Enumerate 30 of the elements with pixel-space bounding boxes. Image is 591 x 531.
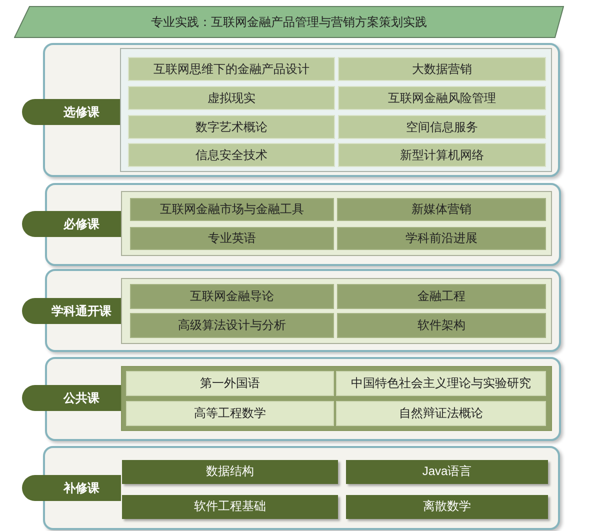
course-cell: 高等工程数学	[126, 401, 334, 426]
course-cell: 互联网金融风险管理	[338, 86, 546, 110]
course-cell: 互联网金融市场与金融工具	[130, 198, 334, 221]
section-tab: 必修课	[22, 211, 121, 237]
section-tab: 补修课	[22, 475, 121, 501]
course-cell: 软件工程基础	[122, 495, 338, 519]
course-cell: 空间信息服务	[338, 115, 546, 139]
course-cell: 专业英语	[130, 227, 334, 250]
course-cell: Java语言	[346, 460, 548, 484]
course-cell: 互联网思维下的金融产品设计	[128, 57, 335, 81]
course-cell: 新型计算机网络	[338, 143, 546, 167]
course-cell: 离散数学	[346, 495, 548, 519]
course-cell: 互联网金融导论	[130, 284, 334, 309]
course-cell: 中国特色社会主义理论与实验研究	[336, 371, 546, 396]
course-cell: 软件架构	[337, 313, 546, 338]
course-cell: 数字艺术概论	[128, 115, 335, 139]
course-cell: 第一外国语	[126, 371, 334, 396]
course-cell: 高级算法设计与分析	[130, 313, 334, 338]
course-cell: 大数据营销	[338, 57, 546, 81]
course-cell: 金融工程	[337, 284, 546, 309]
course-cell: 信息安全技术	[128, 143, 335, 167]
section-tab: 学科通开课	[22, 298, 121, 324]
course-cell: 自然辩证法概论	[336, 401, 546, 426]
course-cell: 数据结构	[122, 460, 338, 484]
title-banner: 专业实践：互联网金融产品管理与营销方案策划实践	[14, 6, 564, 38]
course-cell: 新媒体营销	[337, 198, 546, 221]
section-tab: 公共课	[22, 385, 121, 411]
course-cell: 虚拟现实	[128, 86, 335, 110]
section-tab: 选修课	[22, 99, 121, 125]
course-cell: 学科前沿进展	[337, 227, 546, 250]
